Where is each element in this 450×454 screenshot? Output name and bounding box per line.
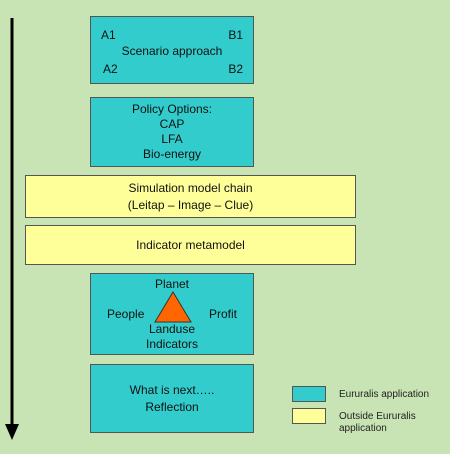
policy-item-cap: CAP	[159, 117, 185, 131]
sustainability-triangle-icon	[154, 291, 192, 323]
what-is-next-label: What is next…..	[129, 382, 215, 397]
scenario-a1-label: A1	[101, 28, 116, 42]
legend-eururalis-label: Eururalis application	[339, 389, 430, 400]
indicators-box: Planet People Profit Landuse Indicators	[90, 273, 254, 355]
indicator-profit-label: Profit	[208, 307, 237, 321]
policy-item-lfa: LFA	[161, 132, 183, 146]
simulation-title: Simulation model chain	[128, 180, 253, 195]
indicators-label: Indicators	[145, 337, 199, 351]
scenario-approach-box: A1 B1 Scenario approach A2 B2	[90, 16, 254, 84]
indicator-people-label: People	[107, 307, 145, 321]
indicator-metamodel-box: Indicator metamodel	[25, 225, 356, 265]
legend-outside-swatch	[292, 408, 326, 424]
indicator-metamodel-label: Indicator metamodel	[136, 237, 245, 252]
policy-title: Policy Options:	[131, 102, 213, 116]
scenario-b2-label: B2	[228, 62, 243, 76]
policy-options-box: Policy Options: CAP LFA Bio-energy	[90, 97, 254, 167]
simulation-model-chain-box: Simulation model chain (Leitap – Image –…	[25, 175, 356, 218]
scenario-b1-label: B1	[228, 28, 243, 42]
legend-outside-label-line1: Outside Eururalis	[339, 411, 416, 422]
policy-item-bio-energy: Bio-energy	[142, 147, 202, 161]
legend-outside-label-line2: application	[339, 423, 387, 434]
indicator-planet-label: Planet	[154, 277, 190, 291]
what-is-next-box: What is next….. Reflection	[90, 364, 254, 433]
indicator-landuse-label: Landuse	[148, 322, 196, 336]
scenario-a2-label: A2	[103, 62, 118, 76]
reflection-label: Reflection	[145, 399, 199, 414]
timeline-arrow	[5, 18, 19, 440]
simulation-models: (Leitap – Image – Clue)	[127, 197, 254, 212]
legend-eururalis-swatch	[292, 386, 326, 402]
scenario-title: Scenario approach	[121, 44, 223, 58]
